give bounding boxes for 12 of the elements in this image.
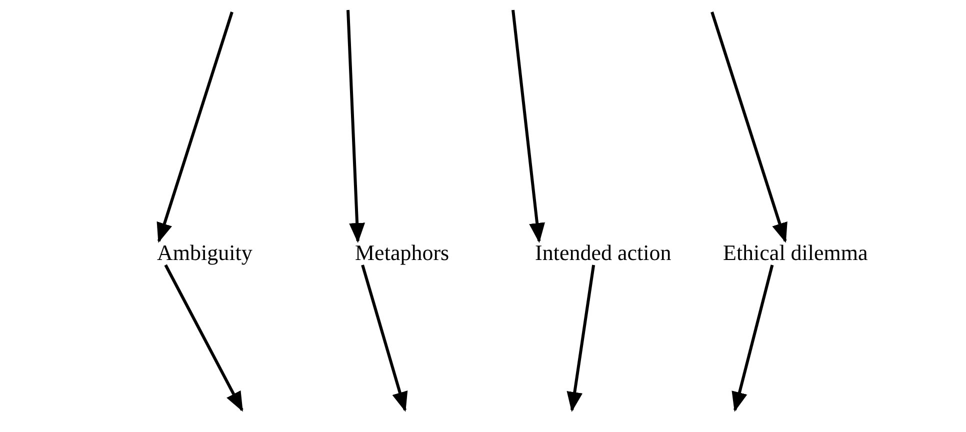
arrow: [732, 264, 774, 412]
arrow: [512, 10, 546, 243]
arrow: [164, 264, 244, 412]
concept-label: Ambiguity: [157, 241, 252, 265]
arrow: [346, 10, 366, 243]
concept-label: Metaphors: [355, 241, 450, 265]
arrow: [361, 264, 408, 412]
concept-label: Intended action: [535, 241, 672, 265]
arrow: [710, 12, 788, 243]
arrow: [566, 264, 596, 412]
concept-label: Ethical dilemma: [723, 241, 868, 265]
arrow: [156, 12, 234, 243]
